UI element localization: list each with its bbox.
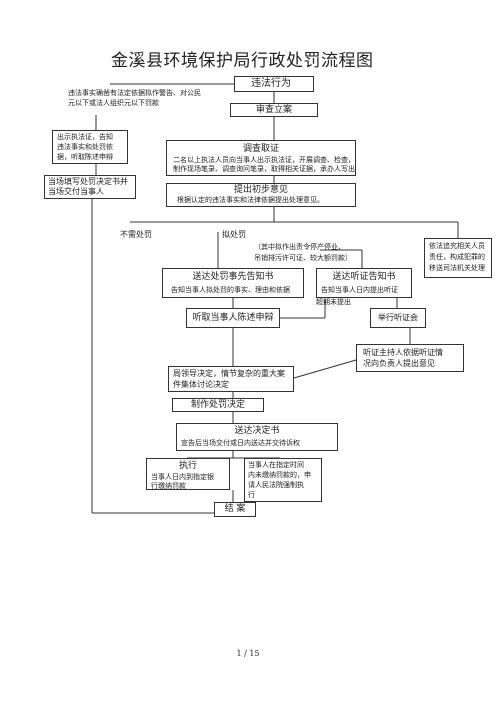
node-filing-label: 审查立案 [255,105,292,115]
node-show-cert: 出示执法证，告知 违法事实和处罚依 据，听取陈述申辩 [52,130,128,164]
node-investigate: 调查取证 二名以上执法人员向当事人出示执法证，开展调查、检查， 制作现场笔录、调… [166,140,356,176]
summary-note-line2: 元以下或法人组织元以下罚款 [68,99,159,107]
node-investigate-line2: 制作现场笔录、调查询问笔录，取得相关证据，承办人写出 [173,165,355,173]
node-hold-hearing-label: 举行听证会 [378,313,418,322]
node-violation: 违法行为 [234,76,314,92]
node-filing: 审查立案 [230,103,318,117]
node-make-decision-label: 制作处罚决定 [190,400,245,410]
penalty-note-line2: 吊销排污许可证、较大额罚款） [254,254,352,262]
node-transfer-line3: 移送司法机关处理 [429,264,485,272]
node-notice-pre-title: 送达处罚事先告知书 [192,272,274,282]
node-enforce-line3: 请人民法院强制执 [248,481,304,489]
node-execute-line1: 当事人日内到指定银 [151,473,214,481]
node-transfer-line1: 依法追究相关人员 [429,242,485,250]
node-hear-defense: 听取当事人陈述申辩 [186,308,280,328]
node-investigate-title: 调查取证 [242,144,279,154]
node-show-cert-line1: 出示执法证，告知 [57,133,113,141]
node-leader-decision-line1: 局领导决定，情节复杂的重大案 [173,369,285,378]
node-enforce-line4: 行 [248,491,255,499]
node-notice-hearing: 送达听证告知书 告知当事人日内提出听证 [316,268,412,298]
node-notice-hearing-title: 送达听证告知书 [332,272,396,282]
node-enforce-line2: 内未缴纳罚款的，申 [248,471,311,479]
node-show-cert-line3: 据，听取陈述申辩 [57,153,113,161]
node-execute-line2: 行缴纳罚款 [151,482,186,490]
label-overdue: 超期未提出 [316,298,351,306]
page-number: 1 / 15 [236,649,260,658]
node-transfer: 依法追究相关人员 责任，构成犯罪的 移送司法机关处理 [424,238,492,278]
page-title: 金溪县环境保护局行政处罚流程图 [111,51,374,71]
node-preliminary-body: 根据认定的违法事实和法律依据提出处理意见。 [177,196,324,204]
node-hearing-opinion-line1: 听证主持人依据听证情 [363,348,443,357]
node-fill-decision-line2: 当场交付当事人 [48,187,104,196]
node-notice-pre: 送达处罚事先告知书 告知当事人拟处罚的事实、理由和依据 [162,268,304,298]
node-fill-decision-line1: 当场填写处罚决定书并 [48,177,128,186]
node-enforce-line1: 当事人在指定时间 [248,461,304,469]
node-hearing-opinion: 听证主持人依据听证情 况向负责人提出意见 [356,344,464,372]
node-transfer-line2: 责任，构成犯罪的 [429,253,485,261]
node-hear-defense-label: 听取当事人陈述申辩 [192,313,274,323]
node-preliminary-title: 提出初步意见 [233,185,288,195]
node-deliver-title: 送达决定书 [234,426,280,436]
node-deliver: 送达决定书 宣告后当场交付或日内送达并交待诉权 [176,423,338,451]
node-close: 结 案 [214,502,256,517]
node-enforce: 当事人在指定时间 内未缴纳罚款的，申 请人民法院强制执 行 [244,458,322,502]
summary-note-line1: 违法事实确凿有法定依据拟作警告、对公民 [68,89,201,97]
node-close-label: 结 案 [224,504,246,514]
node-preliminary: 提出初步意见 根据认定的违法事实和法律依据提出处理意见。 [166,183,356,207]
node-violation-label: 违法行为 [251,78,291,89]
node-show-cert-line2: 违法事实和处罚依 [57,143,113,151]
node-leader-decision-line2: 件集体讨论决定 [173,380,229,389]
node-leader-decision: 局领导决定，情节复杂的重大案 件集体讨论决定 [168,366,294,392]
node-execute-title: 执行 [178,461,197,471]
node-deliver-body: 宣告后当场交付或日内送达并交待诉权 [181,439,300,447]
node-fill-decision: 当场填写处罚决定书并 当场交付当事人 [44,175,136,199]
label-plan-penalty: 拟处罚 [222,230,246,239]
node-notice-pre-body: 告知当事人拟处罚的事实、理由和依据 [171,286,290,294]
penalty-note-line1: （其中拟作出责令停产停业、 [254,243,345,251]
node-hearing-opinion-line2: 况向负责人提出意见 [363,359,435,368]
label-no-penalty: 不需处罚 [120,230,152,239]
connector-opinion-leader [293,359,357,379]
node-hold-hearing: 举行听证会 [370,308,426,328]
node-execute: 执行 当事人日内到指定银 行缴纳罚款 [146,458,230,490]
node-notice-hearing-body: 告知当事人日内提出听证 [321,286,398,294]
node-investigate-line1: 二名以上执法人员向当事人出示执法证，开展调查、检查， [173,156,355,164]
node-make-decision: 制作处罚决定 [172,398,264,412]
